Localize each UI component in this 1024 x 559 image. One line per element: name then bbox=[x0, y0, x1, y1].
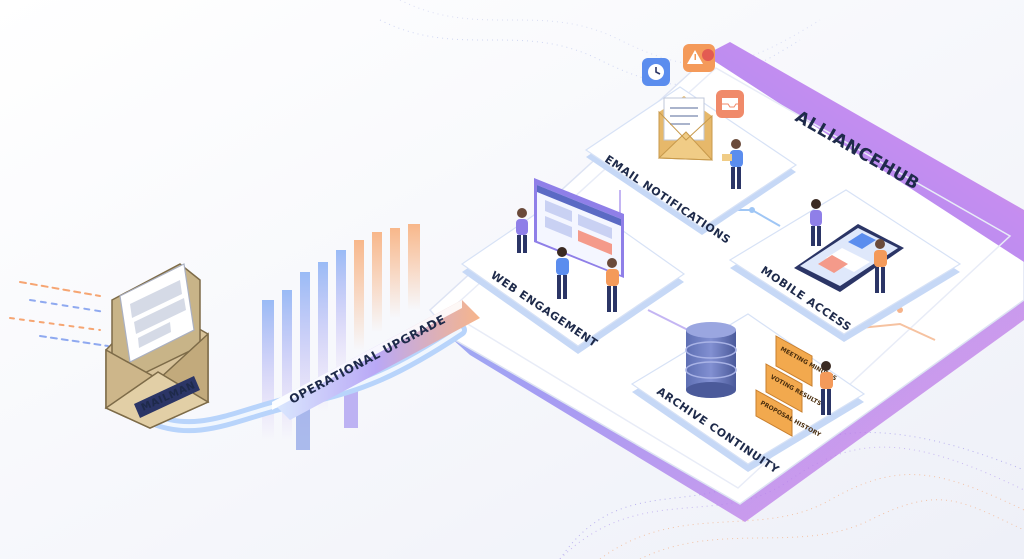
speed-lines bbox=[9, 281, 109, 347]
open-envelope-icon bbox=[657, 96, 714, 161]
tile-email-notifications: EMAIL NOTIFICATIONS bbox=[584, 44, 798, 247]
person-icon bbox=[874, 239, 887, 293]
warning-bubble-icon bbox=[683, 44, 715, 72]
clock-bubble-icon bbox=[642, 58, 670, 86]
tile-web-engagement: WEB ENGAGEMENT bbox=[460, 178, 686, 354]
browser-window-icon bbox=[534, 178, 624, 278]
person-icon bbox=[556, 247, 569, 299]
person-icon bbox=[516, 208, 528, 253]
database-icon bbox=[685, 322, 737, 398]
person-icon bbox=[820, 361, 833, 415]
person-icon bbox=[606, 258, 619, 312]
person-icon bbox=[722, 139, 743, 189]
mailman-envelope-icon bbox=[104, 263, 210, 429]
alliancehub-platform bbox=[428, 42, 1024, 522]
inbox-bubble-icon bbox=[716, 90, 744, 118]
person-icon bbox=[810, 199, 822, 246]
bridge-deck bbox=[272, 300, 480, 420]
